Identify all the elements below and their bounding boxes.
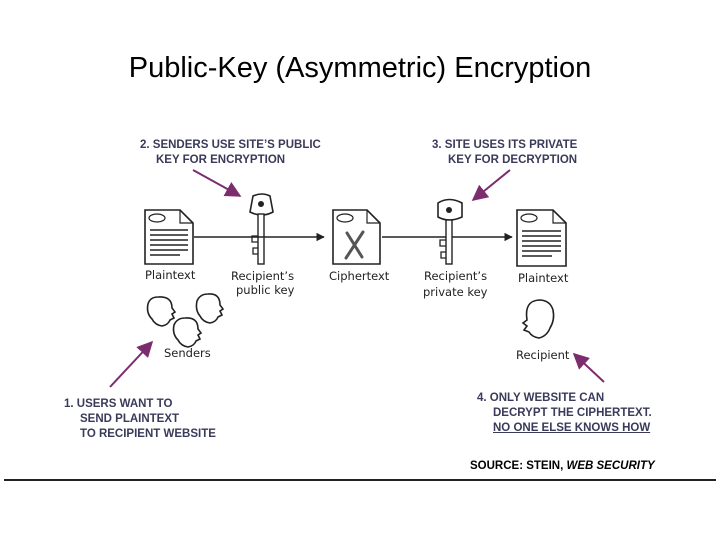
callout-step-1-line-3: TO RECIPIENT WEBSITE: [80, 428, 216, 440]
arrow-step-3: [471, 169, 511, 202]
callout-step-3: 3. SITE USES ITS PRIVATE KEY FOR DECRYPT…: [432, 138, 577, 168]
callout-step-1-line-1: 1. USERS WANT TO: [64, 398, 173, 410]
label-private-key-line-2: private key: [423, 285, 488, 299]
public-key-icon: [249, 193, 274, 265]
label-public-key-line-2: public key: [236, 283, 295, 297]
plaintext-document-icon: [144, 209, 194, 265]
callout-step-4-line-2: DECRYPT THE CIPHERTEXT.: [493, 407, 652, 419]
callout-step-2-line-1: 2. SENDERS USE SITE’S PUBLIC: [140, 139, 321, 151]
source-citation: SOURCE: STEIN, WEB SECURITY: [470, 460, 655, 472]
label-plaintext-left: Plaintext: [145, 268, 196, 282]
ciphertext-document-icon: [332, 209, 381, 265]
arrow-step-2: [192, 169, 242, 197]
label-private-key-line-1: Recipient’s: [424, 269, 487, 283]
callout-step-3-line-2: KEY FOR DECRYPTION: [448, 154, 578, 166]
label-senders: Senders: [164, 346, 211, 360]
label-recipient: Recipient: [516, 348, 570, 362]
arrow-step-4: [572, 352, 605, 383]
callout-step-3-line-1: 3. SITE USES ITS PRIVATE: [432, 139, 578, 151]
callout-step-4-line-1: 4. ONLY WEBSITE CAN: [477, 392, 605, 404]
callout-step-4-line-3: NO ONE ELSE KNOWS HOW: [493, 422, 651, 434]
page-title: Public-Key (Asymmetric) Encryption: [128, 52, 592, 84]
source-prefix: SOURCE: STEIN,: [470, 460, 567, 472]
callout-step-1-line-2: SEND PLAINTEXT: [80, 413, 180, 425]
label-ciphertext: Ciphertext: [329, 269, 390, 283]
recipient-head-icon: [521, 299, 555, 339]
senders-heads-icon: [146, 293, 225, 348]
callout-step-1: 1. USERS WANT TO SEND PLAINTEXT TO RECIP…: [64, 397, 216, 442]
bottom-rule: [4, 479, 716, 481]
decrypted-plaintext-document-icon: [516, 209, 567, 267]
callout-step-4: 4. ONLY WEBSITE CAN DECRYPT THE CIPHERTE…: [477, 391, 652, 436]
label-plaintext-right: Plaintext: [518, 271, 569, 285]
callout-step-2-line-2: KEY FOR ENCRYPTION: [156, 154, 286, 166]
private-key-icon: [437, 198, 463, 265]
label-public-key-line-1: Recipient’s: [231, 269, 294, 283]
source-work: WEB SECURITY: [566, 460, 655, 472]
arrow-step-1: [109, 340, 154, 388]
callout-step-2: 2. SENDERS USE SITE’S PUBLIC KEY FOR ENC…: [140, 138, 321, 168]
